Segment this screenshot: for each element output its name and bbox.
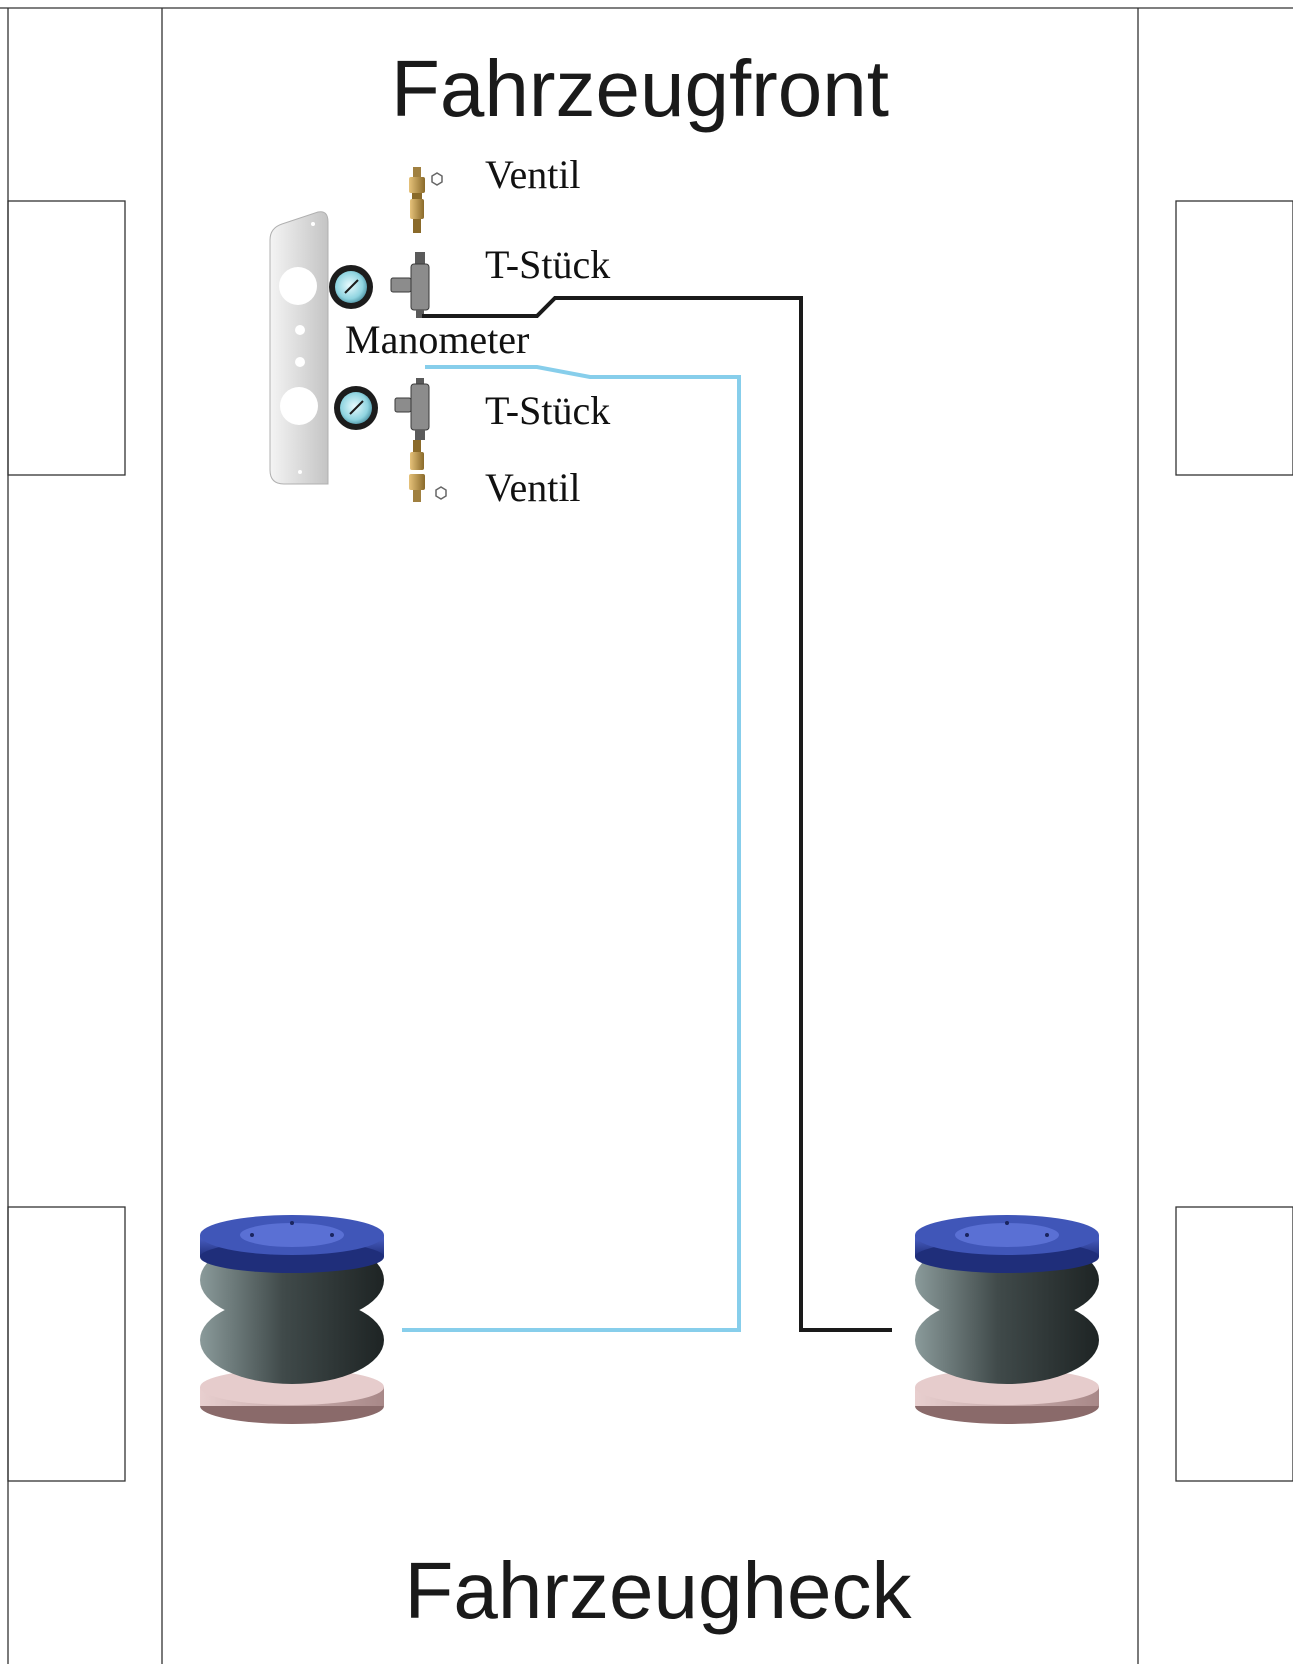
tee-bottom-icon (394, 378, 430, 440)
air-line-blue (402, 365, 741, 1332)
title-front: Fahrzeugfront (391, 44, 889, 133)
label-gauge: Manometer (345, 317, 529, 362)
wheel-rear-right (1175, 1206, 1293, 1482)
valve-bottom-icon (409, 440, 447, 502)
wheel-front-left (7, 200, 126, 476)
plate-hole-lower (280, 387, 318, 425)
gauge-upper-icon (329, 265, 373, 309)
air-line-black (422, 296, 892, 1332)
mounting-plate (269, 211, 329, 485)
air-bellow-right-icon (915, 1215, 1099, 1424)
plate-hole-upper (279, 267, 317, 305)
label-tee-bottom: T-Stück (485, 388, 610, 433)
title-rear: Fahrzeugheck (405, 1546, 913, 1635)
wheel-front-right (1175, 200, 1293, 476)
tee-top-icon (390, 252, 430, 318)
gauge-lower-icon (334, 386, 378, 430)
label-tee-top: T-Stück (485, 242, 610, 287)
plate-hole-small-b (295, 357, 305, 367)
plate-hole-small-a (295, 325, 305, 335)
label-valve-bottom: Ventil (485, 465, 581, 510)
label-valve-top: Ventil (485, 152, 581, 197)
air-bellow-left-icon (200, 1215, 384, 1424)
wheel-rear-left (7, 1206, 126, 1482)
valve-top-icon (409, 167, 443, 233)
vehicle-outline (0, 7, 1293, 1664)
